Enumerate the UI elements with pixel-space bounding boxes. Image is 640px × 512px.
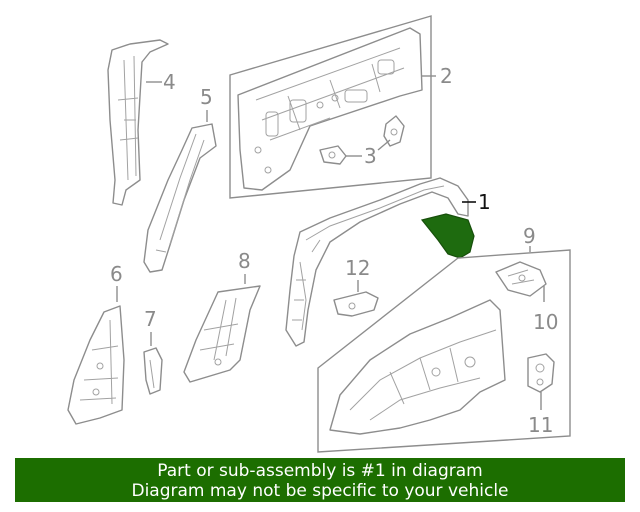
part-7-bracket[interactable] [143,347,163,395]
callout-5: 5 [200,85,213,109]
part-1-highlighted-section[interactable] [420,213,475,259]
part-9-inner-wheelhouse[interactable] [329,299,506,435]
callout-10: 10 [533,310,558,334]
box-part-2 [229,15,432,199]
part-12-bracket[interactable] [333,291,379,317]
callout-12: 12 [345,256,370,280]
callout-9: 9 [523,224,536,248]
callout-2: 2 [440,64,453,88]
callout-8: 8 [238,249,251,273]
part-1-wheelhouse-arch[interactable] [285,177,469,347]
callout-1: 1 [478,190,491,214]
part-5-reinforcement[interactable] [143,123,217,273]
banner-line-1: Part or sub-assembly is #1 in diagram [157,461,483,481]
part-4-pillar[interactable] [107,39,169,206]
callout-3: 3 [364,144,377,168]
part-6-lower-pillar[interactable] [67,305,125,425]
callout-7: 7 [144,307,157,331]
part-8-panel[interactable] [183,285,261,383]
info-banner: Part or sub-assembly is #1 in diagram Di… [15,458,625,502]
leader-3b [377,139,391,151]
parts-diagram: 4 2 3 5 1 9 [67,15,571,453]
part-11-bracket[interactable] [527,353,555,393]
part-3-bracket[interactable] [319,115,405,165]
box-part-9 [317,249,571,453]
callout-6: 6 [110,262,123,286]
part-10-bracket[interactable] [495,261,547,297]
callout-4: 4 [163,70,176,94]
part-2-panel[interactable] [237,27,423,191]
banner-line-2: Diagram may not be specific to your vehi… [131,481,509,501]
callout-11: 11 [528,413,553,437]
